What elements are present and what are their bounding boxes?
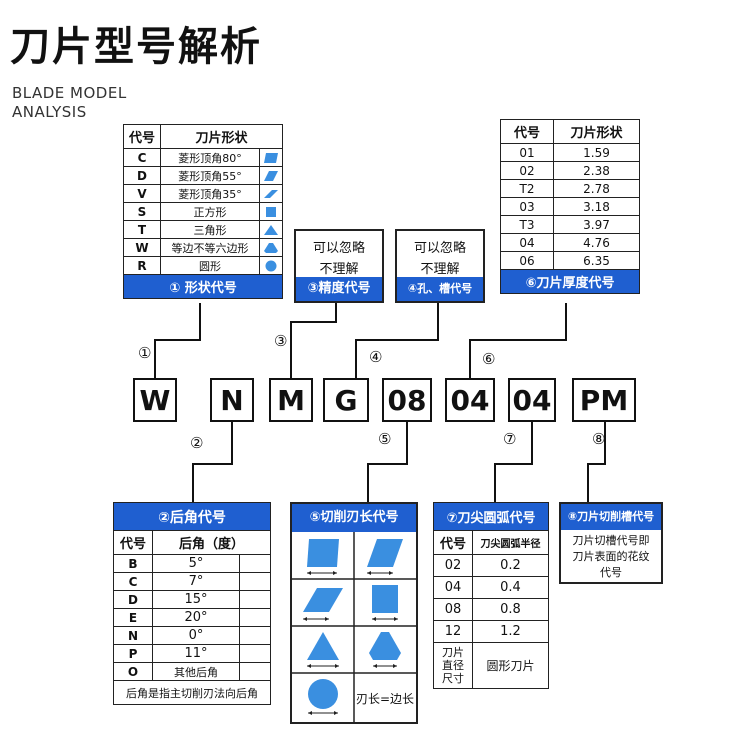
- shape-header-code: 代号: [123, 124, 161, 149]
- hole-line-2: 不理解: [420, 262, 460, 277]
- page-subtitle: BLADE MODEL ANALYSIS: [12, 84, 127, 122]
- square-icon: [266, 207, 276, 217]
- tolerance-box-footer: ③精度代号: [296, 277, 382, 301]
- table-row: W 等边不等六边形: [123, 238, 283, 257]
- square-shape-icon: [372, 585, 398, 621]
- thickness-table-footer: ⑥刀片厚度代号: [500, 269, 640, 294]
- triangle-shape-icon: [307, 632, 339, 668]
- circle-icon: [265, 260, 277, 272]
- radius-table-title: ⑦刀尖圆弧代号: [433, 502, 549, 531]
- rect-shape-icon: [307, 539, 339, 575]
- clearance-table-footer: 后角是指主切削刃法向后角: [113, 680, 271, 705]
- code-letter-thickness: 04: [445, 378, 495, 422]
- code-letter-edge-length: 08: [382, 378, 432, 422]
- rhombus-35-icon: [264, 190, 278, 198]
- thickness-header-code: 代号: [500, 119, 554, 144]
- chipbreaker-line-2: 刀片表面的花纹: [572, 550, 650, 563]
- page-title: 刀片型号解析: [10, 24, 262, 70]
- marker-7: ⑦: [503, 430, 517, 448]
- parallelogram-shape-icon: [303, 588, 343, 621]
- marker-5: ⑤: [378, 430, 392, 448]
- table-row: R 圆形: [123, 256, 283, 275]
- shape-header-shape: 刀片形状: [160, 124, 283, 149]
- code-letter-clearance: N: [210, 378, 254, 422]
- triangle-icon: [264, 225, 278, 235]
- marker-6: ⑥: [482, 350, 496, 368]
- edge-length-title: ⑤切削刃长代号: [292, 504, 416, 532]
- rhombus-shape-icon: [367, 539, 403, 575]
- edge-length-shapes-grid: [292, 532, 416, 722]
- table-row: S 正方形: [123, 202, 283, 221]
- marker-3: ③: [274, 332, 288, 350]
- circle-shape-icon: [308, 679, 338, 715]
- marker-2: ②: [190, 434, 204, 452]
- marker-8: ⑧: [592, 430, 606, 448]
- code-letter-tolerance: M: [269, 378, 313, 422]
- edge-length-note: 刃长=边长: [355, 692, 415, 706]
- code-letter-hole: G: [323, 378, 369, 422]
- marker-1: ①: [138, 344, 152, 362]
- table-row: 刀片 直径 尺寸 圆形刀片: [433, 642, 549, 689]
- chipbreaker-title: ⑧刀片切削槽代号: [561, 504, 661, 530]
- radius-header-code: 代号: [433, 530, 473, 555]
- hole-line-1: 可以忽略: [413, 241, 466, 256]
- table-row: D 菱形顶角55°: [123, 166, 283, 185]
- radius-header-value: 刀尖圆弧半径: [472, 530, 549, 555]
- subtitle-line-2: ANALYSIS: [12, 103, 87, 121]
- edge-length-box: ⑤切削刃长代号 刃长=边长: [290, 502, 418, 724]
- rhombus-55-icon: [264, 171, 278, 181]
- trigon-icon: [264, 243, 278, 253]
- code-letter-radius: 04: [508, 378, 556, 422]
- shape-code-table: 代号 刀片形状 C 菱形顶角80° D 菱形顶角55° V 菱形顶角35° S …: [123, 124, 283, 299]
- clearance-header-code: 代号: [113, 530, 153, 555]
- chipbreaker-line-3: 代号: [600, 566, 622, 579]
- chipbreaker-line-1: 刀片切槽代号即: [572, 534, 650, 547]
- chipbreaker-code-box: ⑧刀片切削槽代号 刀片切槽代号即 刀片表面的花纹 代号: [559, 502, 663, 584]
- code-letter-chipbreaker: PM: [572, 378, 636, 422]
- tolerance-line-1: 可以忽略: [312, 241, 365, 256]
- clearance-table-title: ②后角代号: [113, 502, 271, 531]
- tolerance-line-2: 不理解: [319, 262, 359, 277]
- table-row: C 菱形顶角80°: [123, 148, 283, 167]
- shape-table-footer: ① 形状代号: [123, 274, 283, 299]
- hole-box-footer: ④孔、槽代号: [397, 277, 483, 301]
- table-row: V 菱形顶角35°: [123, 184, 283, 203]
- thickness-header-value: 刀片形状: [553, 119, 640, 144]
- code-letter-shape: W: [133, 378, 177, 422]
- rhombus-80-icon: [264, 153, 278, 163]
- hole-code-box: 可以忽略 不理解 ④孔、槽代号: [395, 229, 485, 303]
- marker-4: ④: [369, 348, 383, 366]
- trigon-shape-icon: [369, 632, 401, 668]
- clearance-header-value: 后角（度）: [152, 530, 271, 555]
- table-row: T 三角形: [123, 220, 283, 239]
- subtitle-line-1: BLADE MODEL: [12, 84, 127, 102]
- tolerance-code-box: 可以忽略 不理解 ③精度代号: [294, 229, 384, 303]
